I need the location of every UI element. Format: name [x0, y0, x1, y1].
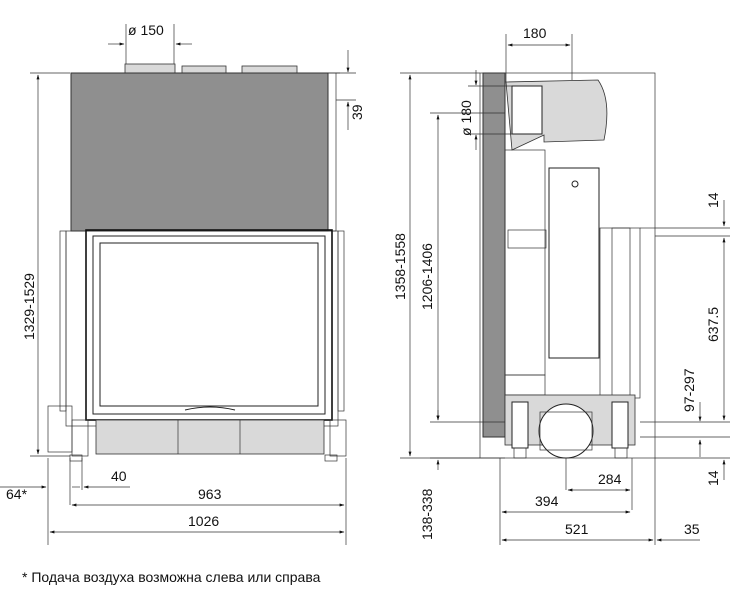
dim-64: 64*	[6, 486, 28, 502]
dim-14-bottom: 14	[705, 470, 721, 486]
front-view	[47, 63, 347, 462]
dim-138-338: 138-338	[419, 488, 435, 540]
dim-height-side-inner: 1206-1406	[419, 243, 435, 310]
footnote: * Подача воздуха возможна слева или спра…	[22, 569, 321, 585]
dim-top-offset: 39	[349, 104, 365, 120]
dim-284: 284	[598, 471, 622, 487]
dimension-labels: ø 150 39 1329-1529 1358-1558 1206-1406 ø…	[6, 22, 721, 540]
dim-40: 40	[111, 468, 127, 484]
dim-97-297: 97-297	[681, 368, 697, 412]
dim-963: 963	[198, 486, 222, 502]
side-view	[479, 72, 656, 459]
dim-side-top-width: 180	[523, 25, 547, 41]
dim-35: 35	[684, 521, 700, 537]
dim-flue-front: ø 150	[128, 22, 164, 38]
dim-height-front: 1329-1529	[21, 273, 37, 340]
dim-overall-height-side: 1358-1558	[392, 233, 408, 300]
dim-flue-side: ø 180	[458, 100, 474, 136]
dimension-lines	[0, 24, 730, 545]
dim-1026: 1026	[188, 513, 219, 529]
dim-394: 394	[535, 493, 559, 509]
dim-521: 521	[565, 521, 589, 537]
dim-14-top: 14	[705, 192, 721, 208]
dim-637: 637.5	[705, 307, 721, 342]
